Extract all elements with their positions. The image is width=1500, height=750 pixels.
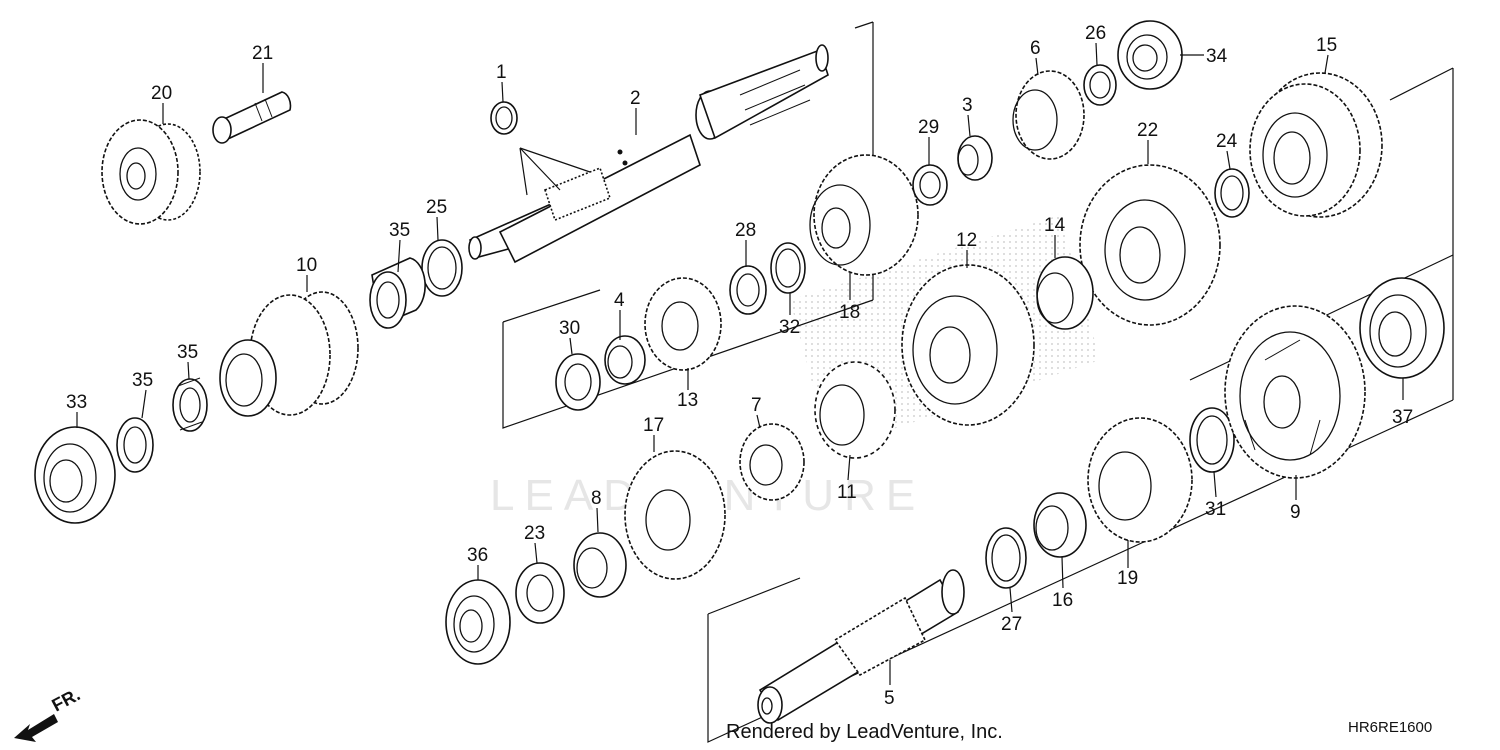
callout-15: 15 (1316, 35, 1337, 56)
callout-20: 20 (151, 83, 172, 104)
part-35-bearing-upper[interactable] (369, 257, 426, 329)
callout-23: 23 (524, 523, 545, 544)
part-23-washer[interactable] (515, 562, 565, 624)
part-5-mainshaft[interactable] (757, 569, 965, 724)
callout-29: 29 (918, 117, 939, 138)
callout-21: 21 (252, 43, 273, 64)
callout-13: 13 (677, 390, 698, 411)
part-13-gear[interactable] (644, 277, 722, 371)
callout-37: 37 (1392, 407, 1413, 428)
callout-35-upper: 35 (389, 220, 410, 241)
part-3-bushing[interactable] (957, 135, 993, 181)
part-20-gear[interactable] (101, 119, 201, 225)
part-32-circlip[interactable] (770, 242, 806, 294)
part-30-washer[interactable] (555, 353, 601, 411)
part-17-gear[interactable] (624, 450, 726, 580)
diagram-code: HR6RE1600 (1348, 719, 1432, 736)
callout-5: 5 (884, 688, 895, 709)
callout-4: 4 (614, 290, 625, 311)
part-1-clip[interactable] (490, 101, 518, 135)
part-14-bearing[interactable] (1036, 256, 1094, 330)
callout-35-mid: 35 (177, 342, 198, 363)
part-22-gear[interactable] (1079, 164, 1221, 326)
front-direction-indicator: FR. (14, 684, 83, 742)
callout-14: 14 (1044, 215, 1066, 236)
callout-8: 8 (591, 488, 602, 509)
callout-16: 16 (1052, 590, 1073, 611)
callout-9: 9 (1290, 502, 1301, 523)
part-4-bushing[interactable] (604, 335, 646, 385)
callout-19: 19 (1117, 568, 1138, 589)
callout-35-lower: 35 (132, 370, 153, 391)
part-35-bearing-lower[interactable] (116, 417, 154, 473)
part-16-bushing[interactable] (1033, 492, 1087, 558)
callout-26: 26 (1085, 23, 1106, 44)
part-19-gear[interactable] (1087, 417, 1193, 543)
part-37-ball-bearing[interactable] (1359, 277, 1445, 379)
callout-24: 24 (1216, 131, 1238, 152)
front-label: FR. (48, 684, 83, 715)
callout-labels: 1 2 3 4 5 6 7 8 9 10 11 12 13 14 15 16 1… (66, 23, 1413, 709)
part-34-ball-bearing[interactable] (1117, 20, 1183, 90)
part-35-bearing-mid[interactable] (172, 377, 208, 432)
part-11-sleeve[interactable] (814, 361, 896, 459)
part-10-gear-cluster[interactable] (219, 291, 359, 417)
callout-36: 36 (467, 545, 488, 566)
callout-18: 18 (839, 302, 860, 323)
countershaft-frame-left (502, 299, 874, 429)
callout-22: 22 (1137, 120, 1158, 141)
callout-30: 30 (559, 318, 580, 339)
callout-2: 2 (630, 88, 641, 109)
part-31-washer[interactable] (1189, 407, 1235, 473)
callout-1: 1 (496, 62, 507, 83)
part-8-collar[interactable] (573, 532, 627, 598)
part-24-washer[interactable] (1214, 168, 1250, 218)
part-7-gear[interactable] (739, 423, 805, 501)
part-27-circlip[interactable] (985, 527, 1027, 589)
callout-25: 25 (426, 197, 447, 218)
callout-3: 3 (962, 95, 973, 116)
callout-34: 34 (1206, 46, 1228, 67)
callout-33: 33 (66, 392, 87, 413)
part-28-collar[interactable] (729, 265, 767, 315)
callout-12: 12 (956, 230, 977, 251)
callout-32: 32 (779, 317, 800, 338)
callout-17: 17 (643, 415, 664, 436)
part-15-gear[interactable] (1249, 72, 1383, 218)
part-2-countershaft[interactable] (468, 44, 829, 264)
callout-28: 28 (735, 220, 756, 241)
callout-27: 27 (1001, 614, 1022, 635)
part-21-pin[interactable] (212, 91, 292, 144)
part-26-washer[interactable] (1083, 64, 1117, 106)
callout-11: 11 (837, 482, 857, 503)
part-9-gear[interactable] (1224, 305, 1366, 479)
callout-31: 31 (1205, 499, 1226, 520)
render-credit: Rendered by LeadVenture, Inc. (726, 721, 1003, 743)
part-25-washer[interactable] (421, 239, 463, 297)
part-18-gear[interactable] (809, 154, 919, 276)
part-36-ball-bearing[interactable] (445, 579, 511, 665)
leader-lines (76, 42, 1404, 685)
callout-6: 6 (1030, 38, 1041, 59)
part-6-shifter[interactable] (1012, 70, 1085, 160)
arrow-icon (14, 714, 58, 742)
part-12-gear[interactable] (901, 264, 1035, 426)
callout-10: 10 (296, 255, 317, 276)
part-29-washer[interactable] (912, 164, 948, 206)
mainshaft-frame-bottom (707, 399, 1454, 743)
callout-7: 7 (751, 395, 762, 416)
part-33-ball-bearing[interactable] (34, 426, 116, 524)
